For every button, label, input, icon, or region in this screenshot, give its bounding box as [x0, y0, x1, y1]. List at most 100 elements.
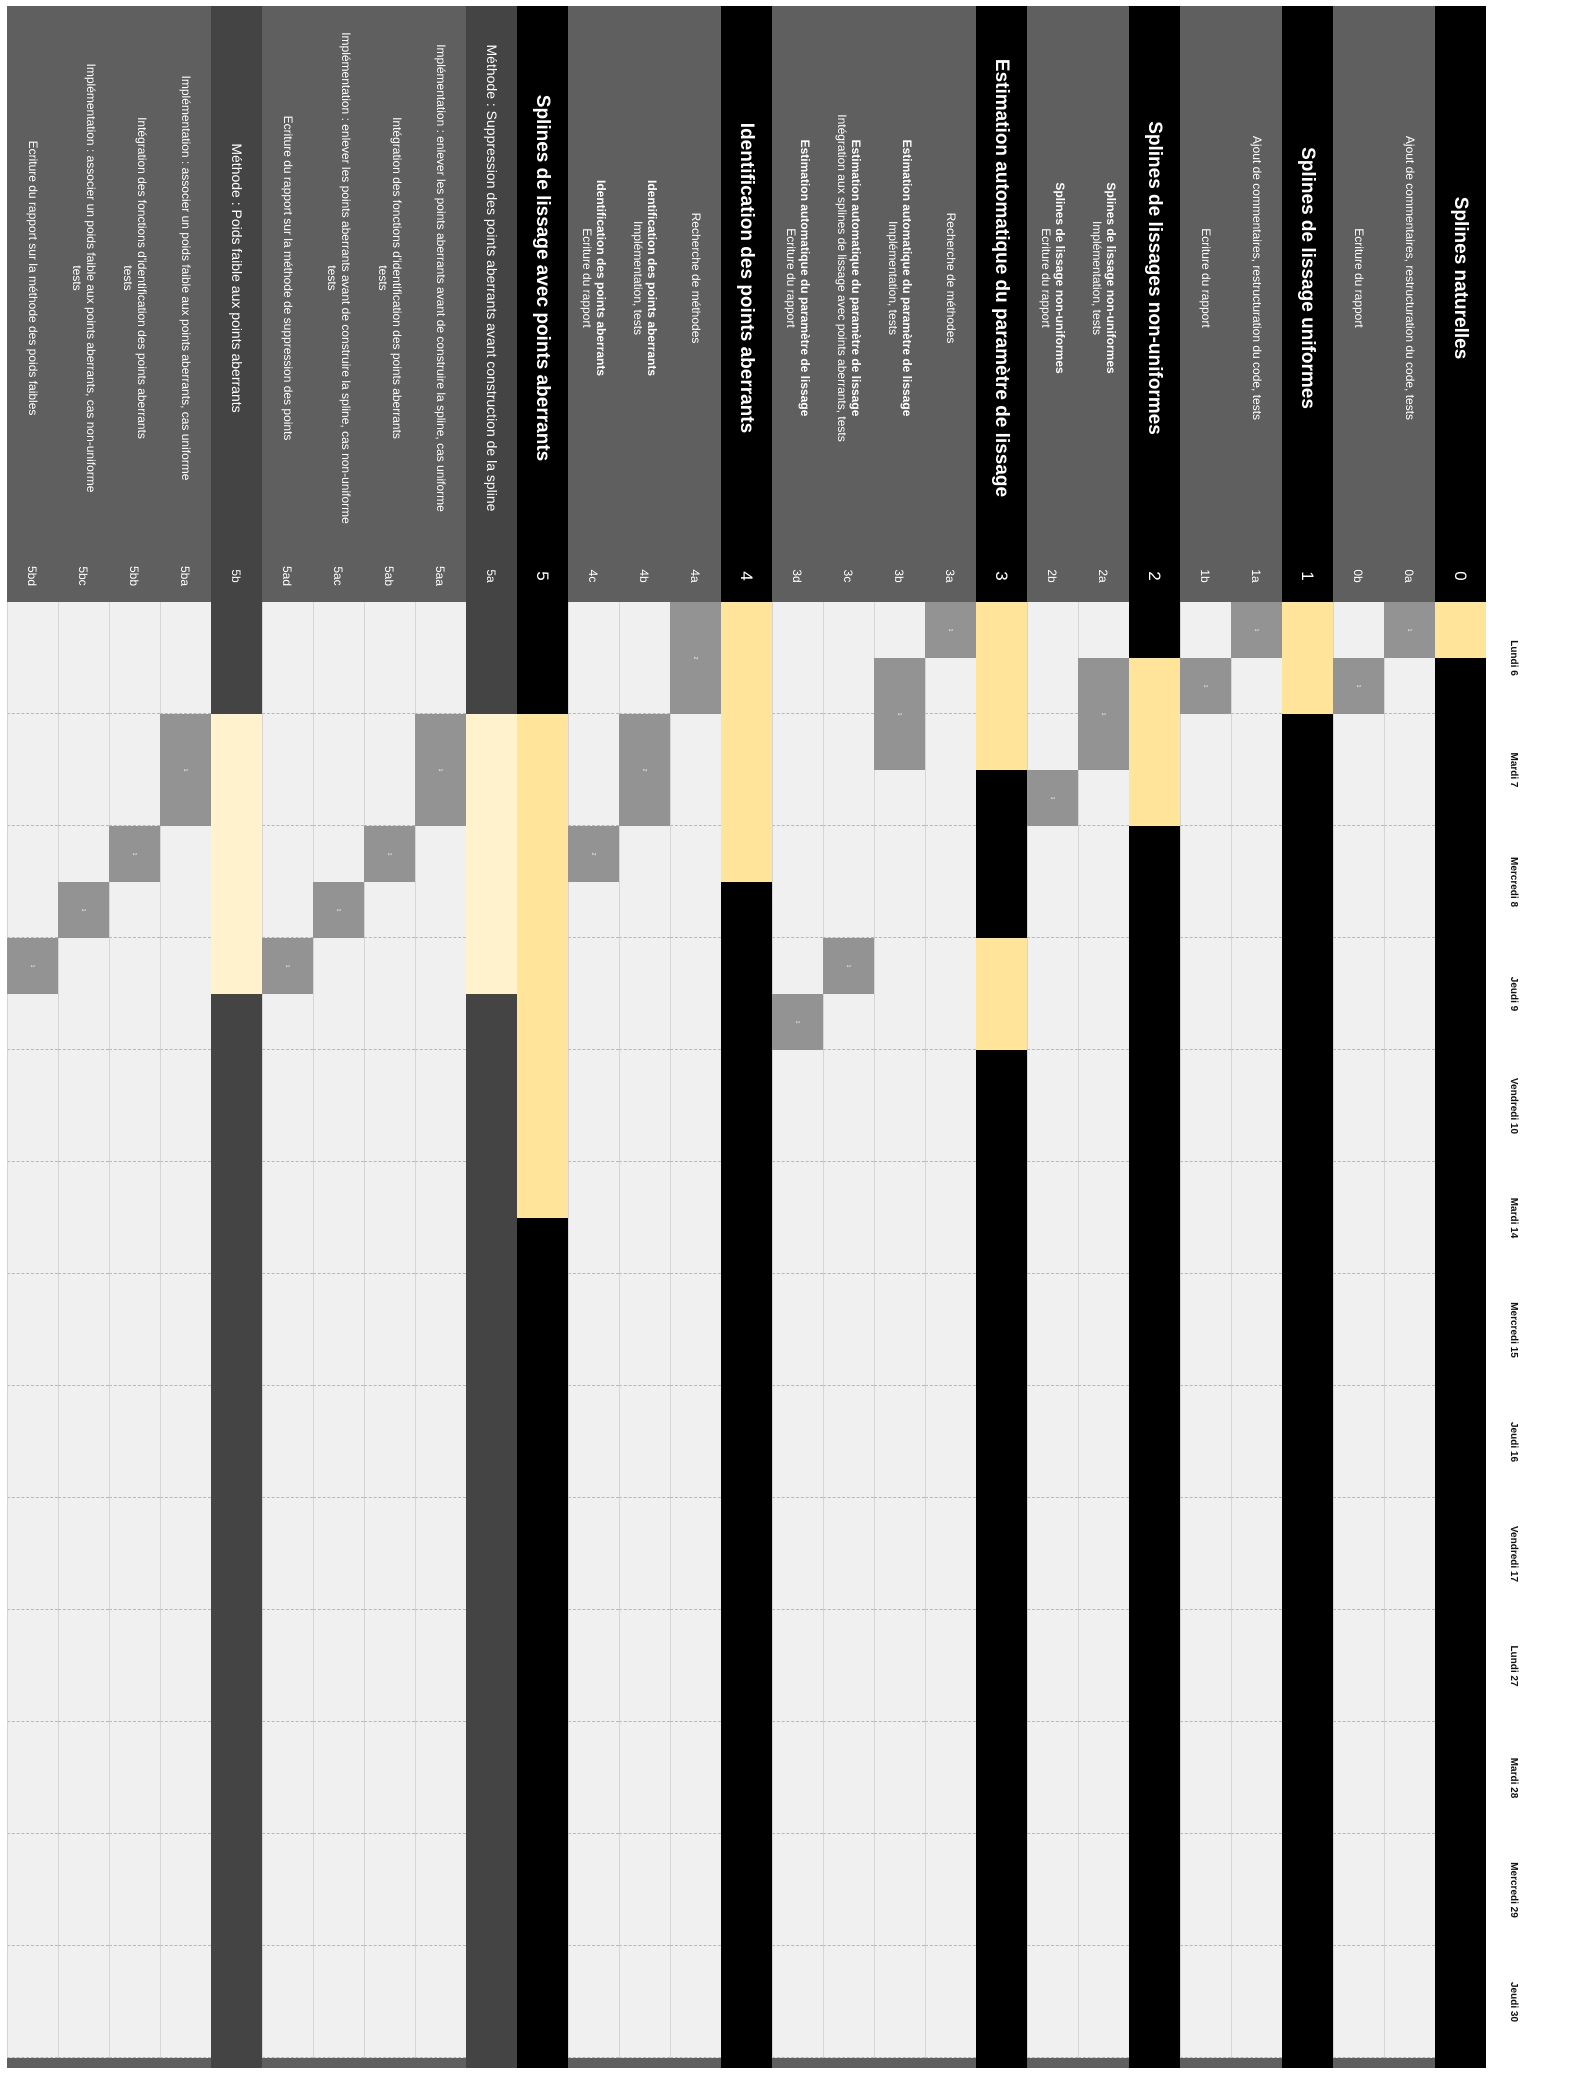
- task-code: 4a: [688, 569, 703, 583]
- label-line: Implémentation : associer un poids faibl…: [179, 75, 194, 481]
- day-cell: [1435, 1946, 1486, 2058]
- day-cell: [1333, 1722, 1384, 1834]
- day-cell: [772, 1274, 823, 1386]
- day-cell: [517, 1498, 568, 1610]
- day-cell: [313, 1386, 364, 1498]
- day-cell: [1384, 1834, 1435, 1946]
- gantt-bar: 1: [1231, 602, 1282, 658]
- task-label: Ecriture du rapport: [1333, 6, 1384, 550]
- day-cell: [619, 1050, 670, 1162]
- day-cell: [415, 1498, 466, 1610]
- day-cell: [823, 1050, 874, 1162]
- day-cell: [568, 1274, 619, 1386]
- day-cell: [772, 1722, 823, 1834]
- day-cell: [1129, 938, 1180, 1050]
- day-cell: [211, 1498, 262, 1610]
- task-label: Estimation automatique du paramètre de l…: [874, 6, 925, 550]
- task-label: Intégration des fonctions d'identificati…: [109, 6, 160, 550]
- day-cell: [1231, 1610, 1282, 1722]
- task-row: Intégration des fonctions d'identificati…: [109, 6, 160, 2068]
- day-cell: [415, 1050, 466, 1162]
- day-cell: [415, 1274, 466, 1386]
- day-cell: [1333, 1386, 1384, 1498]
- day-cell: [415, 1162, 466, 1274]
- day-cell: [109, 1834, 160, 1946]
- day-cell: [415, 1386, 466, 1498]
- task-code: 2b: [1045, 569, 1060, 583]
- day-cell: [823, 1274, 874, 1386]
- day-cell: [670, 1498, 721, 1610]
- gantt-bar: 1: [262, 938, 313, 994]
- day-cell: [58, 714, 109, 826]
- task-row: Estimation automatique du paramètre de l…: [823, 6, 874, 2068]
- day-cell: [670, 826, 721, 938]
- bar-label: 1: [947, 628, 954, 632]
- day-cell: [415, 1722, 466, 1834]
- day-cell: [721, 1050, 772, 1162]
- day-cell: [670, 1386, 721, 1498]
- day-cell: [1129, 1162, 1180, 1274]
- day-cell: [976, 1386, 1027, 1498]
- gantt-bar: [1129, 658, 1180, 826]
- day-cell: [1282, 1722, 1333, 1834]
- day-cell: [1384, 1498, 1435, 1610]
- day-cell: [925, 1498, 976, 1610]
- label-line: Méthode : Poids faible aux points aberra…: [228, 143, 245, 413]
- day-cell: [1027, 1386, 1078, 1498]
- section-row: Splines de lissage avec points aberrants…: [517, 6, 568, 2068]
- label-line: Implémentation, tests: [1090, 220, 1105, 336]
- day-cell: [364, 602, 415, 714]
- day-cell: [160, 1050, 211, 1162]
- task-label: Estimation automatique du paramètre de l…: [823, 6, 874, 550]
- day-cell: [1231, 1498, 1282, 1610]
- day-cell: [466, 1722, 517, 1834]
- day-cell: [670, 1162, 721, 1274]
- day-cell: [1180, 1162, 1231, 1274]
- day-cell: [1180, 938, 1231, 1050]
- section-row: Estimation automatique du paramètre de l…: [976, 6, 1027, 2068]
- day-cell: [364, 1050, 415, 1162]
- day-cell: [1180, 826, 1231, 938]
- day-cell: [1384, 714, 1435, 826]
- day-cell: [1384, 1946, 1435, 2058]
- day-cell: [568, 1386, 619, 1498]
- task-row: Intégration des fonctions d'identificati…: [364, 6, 415, 2068]
- day-cell: [1078, 826, 1129, 938]
- day-cell: [7, 1274, 58, 1386]
- day-cell: [1231, 938, 1282, 1050]
- day-cell: [721, 1610, 772, 1722]
- label-line: Estimation automatique du paramètre de l…: [900, 139, 915, 417]
- day-cell: [925, 1050, 976, 1162]
- day-cell: [874, 1386, 925, 1498]
- day-cell: [160, 1834, 211, 1946]
- task-label: Implémentation : enlever les points aber…: [415, 6, 466, 550]
- day-cell: [211, 1050, 262, 1162]
- day-cell: [1231, 1946, 1282, 2058]
- subsection-row: Méthode : Suppression des points aberran…: [466, 6, 517, 2068]
- day-cell: [1435, 1162, 1486, 1274]
- day-cell: [1078, 1722, 1129, 1834]
- label-line: Méthode : Suppression des points aberran…: [483, 44, 500, 512]
- day-cell: [262, 1834, 313, 1946]
- day-cell: [262, 602, 313, 714]
- day-cell: [772, 1050, 823, 1162]
- day-cell: [58, 1498, 109, 1610]
- day-cell: [466, 602, 517, 714]
- day-cell: [1282, 1274, 1333, 1386]
- day-cell: [1282, 1386, 1333, 1498]
- day-cell: [160, 1498, 211, 1610]
- day-cell: [1282, 1610, 1333, 1722]
- day-cell: [1384, 1274, 1435, 1386]
- day-cell: [262, 826, 313, 938]
- day-cell: [619, 1386, 670, 1498]
- day-cell: [364, 714, 415, 826]
- day-cell: [1435, 1722, 1486, 1834]
- day-cell: [1435, 1274, 1486, 1386]
- day-cell: [262, 1610, 313, 1722]
- day-cell: [262, 1162, 313, 1274]
- task-row: Implémentation : enlever les points aber…: [313, 6, 364, 2068]
- day-cell: [1282, 1162, 1333, 1274]
- gantt-bar: [721, 602, 772, 882]
